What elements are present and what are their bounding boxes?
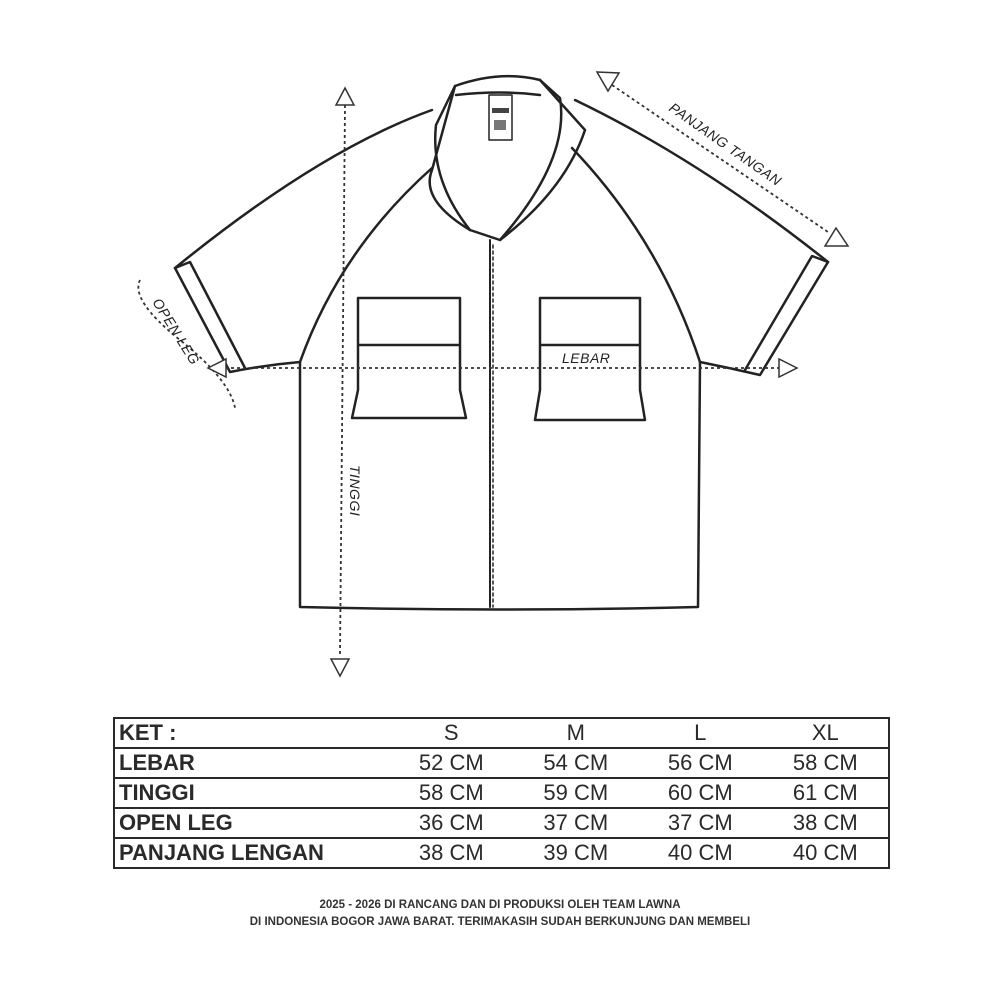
right-pocket — [533, 296, 647, 422]
arrow-head-icon — [334, 86, 356, 106]
cell: 39 CM — [513, 837, 639, 868]
cell: 38 CM — [389, 837, 514, 868]
height-label: TINGGI — [347, 465, 363, 516]
table-row: OPEN LEG 36 CM 37 CM 37 CM 38 CM — [114, 807, 889, 838]
cell: 59 CM — [513, 777, 639, 808]
collar — [428, 74, 563, 242]
cell: 61 CM — [762, 777, 889, 808]
cell: 40 CM — [762, 837, 889, 868]
width-label: LEBAR — [562, 350, 610, 366]
left-sleeve — [173, 108, 434, 374]
row-label: PANJANG LENGAN — [114, 837, 389, 868]
cell: 54 CM — [513, 747, 639, 778]
arrow-head-icon — [823, 226, 850, 247]
height-measure-line — [339, 104, 346, 656]
cell: 37 CM — [513, 807, 639, 838]
cell: 36 CM — [389, 807, 514, 838]
cell: 38 CM — [762, 807, 889, 838]
cell: 58 CM — [762, 747, 889, 778]
table-row: TINGGI 58 CM 59 CM 60 CM 61 CM — [114, 777, 889, 808]
footer-line-1: 2025 - 2026 DI RANCANG DAN DI PRODUKSI O… — [319, 899, 681, 911]
cell: 52 CM — [389, 747, 514, 778]
header-cell: L — [694, 720, 707, 745]
table-row: LEBAR 52 CM 54 CM 56 CM 58 CM — [114, 747, 889, 778]
cell: 37 CM — [638, 807, 763, 838]
arrow-head-icon — [329, 658, 351, 678]
neck-label — [488, 94, 513, 141]
header-cell: KET : — [119, 720, 177, 745]
row-label: LEBAR — [114, 747, 389, 778]
row-label: TINGGI — [114, 777, 389, 808]
header-cell: M — [566, 720, 585, 745]
sleeve-length-label: PANJANG TANGAN — [666, 99, 785, 189]
header-cell: XL — [811, 720, 839, 745]
shirt-body — [298, 360, 702, 611]
footer-line-2: DI INDONESIA BOGOR JAWA BARAT. TERIMAKAS… — [249, 916, 751, 928]
size-table: KET : S M L XL LEBAR 52 CM 54 CM 56 CM 5… — [113, 717, 890, 869]
cell: 56 CM — [638, 747, 763, 778]
shirt-size-diagram: PANJANG TANGAN OPEN LEG LEBAR TINGGI — [137, 71, 850, 678]
arrow-head-icon — [595, 71, 621, 93]
cell: 58 CM — [389, 777, 514, 808]
right-sleeve — [573, 98, 830, 377]
sleeve-measure-line — [611, 84, 829, 233]
row-label: OPEN LEG — [114, 807, 389, 838]
left-pocket — [350, 296, 468, 420]
arrow-head-icon — [778, 357, 799, 379]
cell: 60 CM — [638, 777, 763, 808]
open-leg-measure-line — [137, 279, 236, 409]
arrow-head-icon — [206, 357, 227, 379]
header-cell: S — [443, 720, 459, 745]
cell: 40 CM — [638, 837, 763, 868]
table-row: PANJANG LENGAN 38 CM 39 CM 40 CM 40 CM — [114, 837, 889, 868]
table-header-row: KET : S M L XL — [114, 718, 889, 748]
